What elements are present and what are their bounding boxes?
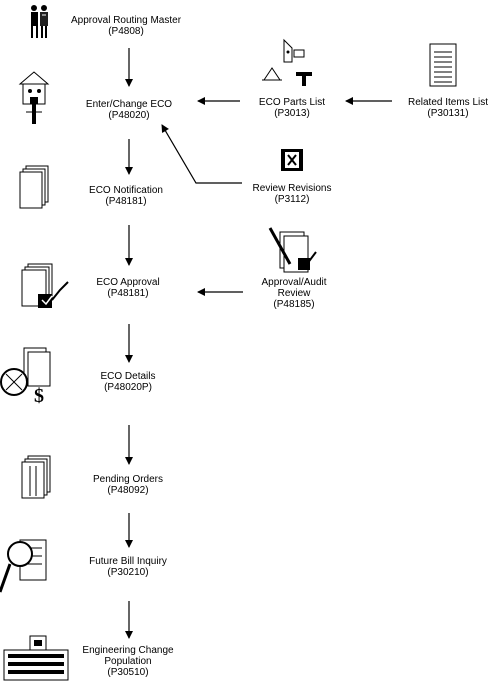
pending-docs-icon xyxy=(21,455,51,499)
node-eco-parts-list: ECO Parts List (P3013) xyxy=(247,97,337,119)
approval-check-icon xyxy=(21,263,69,308)
node-code: (P48092) xyxy=(107,485,149,496)
svg-text:$: $ xyxy=(34,385,44,407)
node-title: Related Items List xyxy=(407,97,489,108)
node-code: (P48020) xyxy=(108,110,150,121)
node-code: (P48185) xyxy=(273,299,315,310)
node-future-bill-inquiry: Future Bill Inquiry (P30210) xyxy=(74,556,182,578)
node-title: ECO Notification xyxy=(89,185,163,196)
node-code: (P30510) xyxy=(107,667,149,678)
node-title: Review Revisions xyxy=(252,183,332,194)
node-code: (P48020P) xyxy=(104,382,152,393)
birdhouse-icon xyxy=(18,71,50,124)
node-review-revisions: Review Revisions (P3112) xyxy=(244,183,340,205)
node-title: ECO Details xyxy=(100,371,156,382)
node-eco-notification: ECO Notification (P48181) xyxy=(76,185,176,207)
node-engineering-change-population: Engineering Change Population (P30510) xyxy=(70,645,186,678)
review-x-icon xyxy=(281,149,303,171)
node-related-items-list: Related Items List (P30131) xyxy=(400,97,496,119)
node-eco-details: ECO Details (P48020P) xyxy=(80,371,176,393)
pencil-check-icon xyxy=(268,227,317,273)
node-title-line2: Population xyxy=(104,656,152,667)
node-approval-routing-master: Approval Routing Master (P4808) xyxy=(66,15,186,37)
node-pending-orders: Pending Orders (P48092) xyxy=(80,474,176,496)
node-code: (P30210) xyxy=(107,567,149,578)
magnifier-icon xyxy=(0,539,47,593)
document-list-icon xyxy=(429,43,457,87)
node-title: ECO Parts List xyxy=(258,97,326,108)
node-code: (P48181) xyxy=(107,288,149,299)
node-title-line2: Review xyxy=(277,288,311,299)
node-title: Approval Routing Master xyxy=(70,15,182,26)
node-title: Pending Orders xyxy=(92,474,164,485)
node-enter-change-eco: Enter/Change ECO (P48020) xyxy=(74,99,184,121)
node-title: Enter/Change ECO xyxy=(85,99,173,110)
document-stack-icon xyxy=(19,165,49,209)
node-title: Engineering Change xyxy=(82,645,174,656)
node-code: (P48181) xyxy=(105,196,147,207)
node-approval-audit-review: Approval/Audit Review (P48185) xyxy=(246,277,342,310)
node-title: Approval/Audit xyxy=(261,277,327,288)
node-title: Future Bill Inquiry xyxy=(89,556,167,567)
node-eco-approval: ECO Approval (P48181) xyxy=(80,277,176,299)
parts-icon xyxy=(262,38,312,86)
factory-icon xyxy=(3,635,69,681)
node-code: (P3013) xyxy=(274,108,310,119)
node-title: ECO Approval xyxy=(96,277,160,288)
compass-dollar-icon: $ xyxy=(0,347,51,407)
node-code: (P30131) xyxy=(427,108,469,119)
node-code: (P4808) xyxy=(108,26,144,37)
people-icon xyxy=(31,5,48,38)
arrow-review-to-eco xyxy=(161,124,242,184)
node-code: (P3112) xyxy=(274,194,310,205)
